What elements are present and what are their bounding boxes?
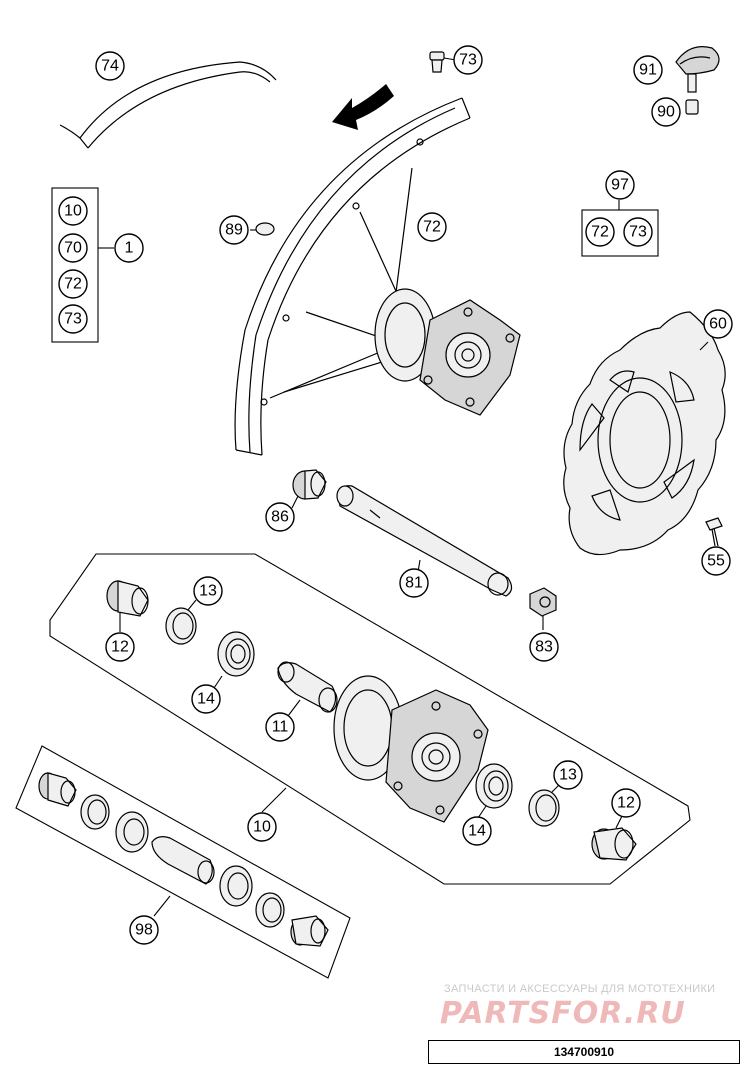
svg-text:81: 81	[405, 575, 423, 592]
svg-text:1: 1	[125, 240, 134, 257]
callout-83[interactable]: 83	[529, 632, 559, 662]
svg-text:55: 55	[707, 553, 725, 570]
callout-98[interactable]: 98	[129, 915, 159, 945]
brake-disc-drawing	[563, 311, 726, 556]
svg-text:72: 72	[591, 224, 609, 241]
svg-text:12: 12	[617, 795, 635, 812]
svg-text:10: 10	[253, 819, 271, 836]
callout-60[interactable]: 60	[703, 309, 733, 339]
callout-90[interactable]: 90	[651, 97, 681, 127]
watermark-logo: PARTSFOR.RU	[440, 996, 686, 1031]
rim-tape-drawing	[59, 61, 277, 149]
rotation-direction-arrow	[332, 84, 394, 130]
callout-72[interactable]: 72	[417, 212, 447, 242]
svg-text:13: 13	[559, 767, 577, 784]
callout-12-left[interactable]: 12	[105, 632, 135, 662]
rim-drawing	[234, 97, 471, 456]
plug-drawing	[250, 222, 275, 236]
spoke-nipple-drawing	[429, 51, 457, 73]
svg-text:83: 83	[535, 639, 553, 656]
wheel-hub-drawing	[374, 288, 521, 416]
svg-text:73: 73	[459, 52, 477, 69]
callout-12-right[interactable]: 12	[611, 788, 641, 818]
bearing-kit-98-box	[15, 745, 351, 979]
callout-11[interactable]: 11	[265, 712, 295, 742]
bearing-kit-98-drawings	[38, 772, 329, 947]
callout-1-73[interactable]: 73	[58, 304, 88, 334]
svg-text:14: 14	[468, 823, 486, 840]
callout-81[interactable]: 81	[399, 568, 429, 598]
callout-1-72[interactable]: 72	[58, 269, 88, 299]
svg-text:86: 86	[271, 509, 289, 526]
callout-86[interactable]: 86	[265, 502, 295, 532]
wheel-set-box	[51, 187, 99, 343]
callout-1[interactable]: 1	[114, 233, 144, 263]
callout-14-left[interactable]: 14	[191, 684, 221, 714]
svg-text:97: 97	[611, 177, 629, 194]
svg-text:70: 70	[64, 240, 82, 257]
callout-97-72[interactable]: 72	[585, 217, 615, 247]
callout-97[interactable]: 97	[605, 170, 635, 200]
callout-91[interactable]: 91	[633, 55, 663, 85]
callout-1-70[interactable]: 70	[58, 233, 88, 263]
axle-nut-drawing	[529, 587, 557, 630]
svg-text:91: 91	[639, 62, 657, 79]
svg-text:72: 72	[64, 276, 82, 293]
svg-text:73: 73	[64, 311, 82, 328]
svg-text:11: 11	[272, 719, 289, 736]
drawing-number: 134700910	[428, 1040, 740, 1064]
callout-13-left[interactable]: 13	[193, 576, 223, 606]
callout-1-10[interactable]: 10	[58, 196, 88, 226]
svg-text:72: 72	[423, 219, 441, 236]
svg-text:90: 90	[657, 104, 675, 121]
svg-text:13: 13	[199, 583, 217, 600]
nipple-set-box	[581, 209, 659, 257]
svg-text:10: 10	[64, 203, 82, 220]
svg-text:73: 73	[629, 224, 647, 241]
svg-text:74: 74	[101, 58, 119, 75]
callout-55[interactable]: 55	[701, 546, 731, 576]
spacer-86-drawing	[291, 469, 327, 509]
bearing-kit-drawings	[106, 580, 637, 861]
svg-text:60: 60	[709, 316, 727, 333]
callout-73-spoke-nipple[interactable]: 73	[453, 45, 483, 75]
axle-drawing	[336, 485, 513, 597]
svg-text:98: 98	[135, 922, 153, 939]
watermark-caption: ЗАПЧАСТИ И АКСЕССУАРЫ ДЛЯ МОТОТЕХНИКИ	[444, 983, 716, 995]
callout-14-right[interactable]: 14	[462, 816, 492, 846]
hub-assembly-box	[49, 553, 691, 885]
callout-89[interactable]: 89	[219, 215, 249, 245]
callout-74[interactable]: 74	[95, 51, 125, 81]
callout-10[interactable]: 10	[247, 812, 277, 842]
callout-97-73[interactable]: 73	[623, 217, 653, 247]
callout-13-right[interactable]: 13	[553, 760, 583, 790]
svg-text:12: 12	[111, 639, 129, 656]
valve-cap-drawing	[675, 46, 720, 115]
svg-text:14: 14	[197, 691, 215, 708]
disc-screw-drawing	[705, 517, 723, 547]
svg-text:89: 89	[225, 222, 243, 239]
